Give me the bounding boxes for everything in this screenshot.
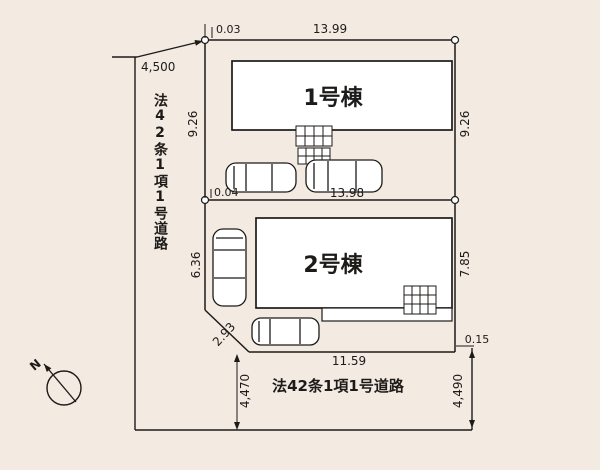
car-body bbox=[251, 317, 320, 346]
dim-p2-right: 7.85 bbox=[458, 251, 472, 278]
car-body bbox=[212, 228, 247, 307]
dim-arrowheads bbox=[234, 350, 475, 430]
survey-point-icon bbox=[450, 35, 460, 45]
dim-top-offset: 0.03 bbox=[216, 23, 241, 36]
road-width-top-arrow-line bbox=[136, 40, 204, 58]
building-1-label: 1号棟 bbox=[303, 85, 363, 111]
survey-point-icon bbox=[450, 195, 460, 205]
dim-p1-right: 9.26 bbox=[458, 111, 472, 138]
car-top-view bbox=[251, 317, 320, 346]
building-1-outline bbox=[231, 60, 453, 131]
entrance-steps-2 bbox=[403, 285, 437, 315]
dim-road-bottom-left: 4,470 bbox=[238, 374, 252, 408]
north-label: N bbox=[27, 356, 44, 373]
dim-road-bottom-right: 4,490 bbox=[451, 374, 465, 408]
building-2-label: 2号棟 bbox=[303, 252, 363, 278]
building-2: 2号棟 bbox=[255, 217, 453, 322]
dim-p1-left: 9.26 bbox=[186, 111, 200, 138]
building-1: 1号棟 bbox=[231, 60, 453, 131]
road-width-top-arrowhead bbox=[194, 40, 203, 46]
dim-diagonal: 2.93 bbox=[210, 320, 238, 349]
dim-mid-offset: 0.04 bbox=[214, 186, 239, 199]
dim-p2-left: 6.36 bbox=[189, 252, 203, 279]
dimension-ticks bbox=[204, 24, 474, 347]
survey-point-markers bbox=[200, 35, 460, 205]
car-top-view bbox=[305, 159, 383, 193]
car-body bbox=[225, 162, 297, 193]
road-label-bottom: 法42条1項1号道路 bbox=[272, 377, 405, 395]
car-top-view bbox=[212, 228, 247, 307]
parcel-diagonal-line bbox=[204, 309, 250, 353]
dim-right-offset: 0.15 bbox=[465, 333, 490, 346]
entrance-steps-1 bbox=[295, 125, 333, 165]
road-label-left: 法42条1項1号道路 bbox=[152, 93, 168, 251]
plot-borders bbox=[112, 40, 473, 431]
dim-mid-width: 13.98 bbox=[330, 186, 364, 200]
car-top-view bbox=[225, 162, 297, 193]
dim-road-top: 4,500 bbox=[141, 60, 175, 74]
dim-top-width: 13.99 bbox=[313, 22, 347, 36]
dim-bottom-width: 11.59 bbox=[332, 354, 366, 368]
north-compass-icon: N bbox=[27, 356, 82, 406]
car-body bbox=[305, 159, 383, 193]
